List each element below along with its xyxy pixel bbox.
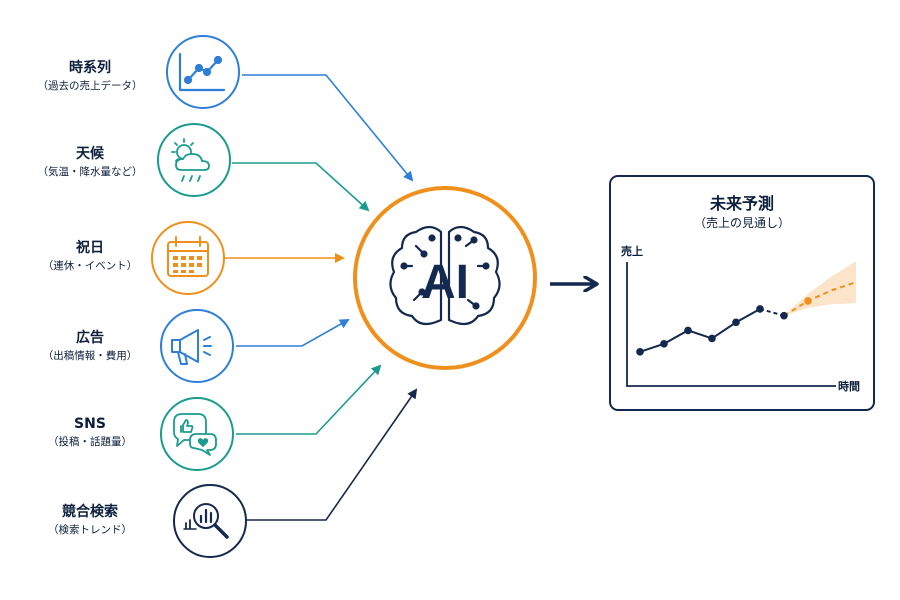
prediction-subtitle: （売上の見通し） [693,216,790,230]
forecast-chart [636,261,857,356]
search-analytics-icon [183,503,229,539]
social-chat-icon [173,413,217,456]
history-point [780,311,788,320]
arrow-competitor-to-ai [246,388,418,521]
input-node-competitor [173,484,247,558]
input-title-sns: SNS [74,416,106,432]
history-point [636,348,644,356]
arrow-timeseries-to-ai [242,74,414,182]
megaphone-icon [171,329,212,365]
prediction-panel [609,175,875,411]
input-title-ads: 広告 [76,330,104,346]
input-node-holiday [151,221,225,295]
x-axis-label: 時間 [838,380,860,393]
history-point [660,340,668,348]
history-point [732,318,740,327]
input-title-competitor: 競合検索 [62,504,118,520]
ai-node: AI [353,186,537,370]
input-node-timeseries [166,35,240,109]
connectors [224,74,418,521]
input-title-holiday: 祝日 [76,240,104,256]
input-node-weather [157,123,231,197]
arrow-weather-to-ai [232,162,370,212]
ai-label: AI [421,256,469,309]
input-subtitle-weather: （気温・降水量など） [37,166,143,178]
y-axis-label: 売上 [621,245,643,258]
prediction-axes [626,262,836,387]
prediction-title: 未来予測 [709,194,774,213]
input-node-sns [160,397,234,471]
calendar-icon [167,236,209,277]
forecast-line [783,281,857,317]
input-node-ads [160,309,234,383]
input-title-weather: 天候 [76,146,104,162]
history-point [708,334,716,343]
history-point [756,305,764,313]
input-subtitle-competitor: （検索トレンド） [48,524,132,536]
history-line [639,308,761,353]
arrow-sns-to-ai [236,364,382,435]
input-subtitle-timeseries: （過去の売上データ） [37,80,143,92]
input-subtitle-sns: （投稿・話題量） [48,436,132,448]
line-chart-icon [178,52,226,92]
input-title-timeseries: 時系列 [69,60,111,76]
input-subtitle-ads: （出稿情報・費用） [42,350,138,362]
input-subtitle-holiday: （連休・イベント） [42,260,138,272]
arrow-ads-to-ai [236,319,350,347]
weather-icon [171,138,210,182]
forecast-point [804,297,812,305]
forecast-band [784,261,856,316]
brain-circuit-icon [389,225,501,326]
history-point [684,326,692,335]
